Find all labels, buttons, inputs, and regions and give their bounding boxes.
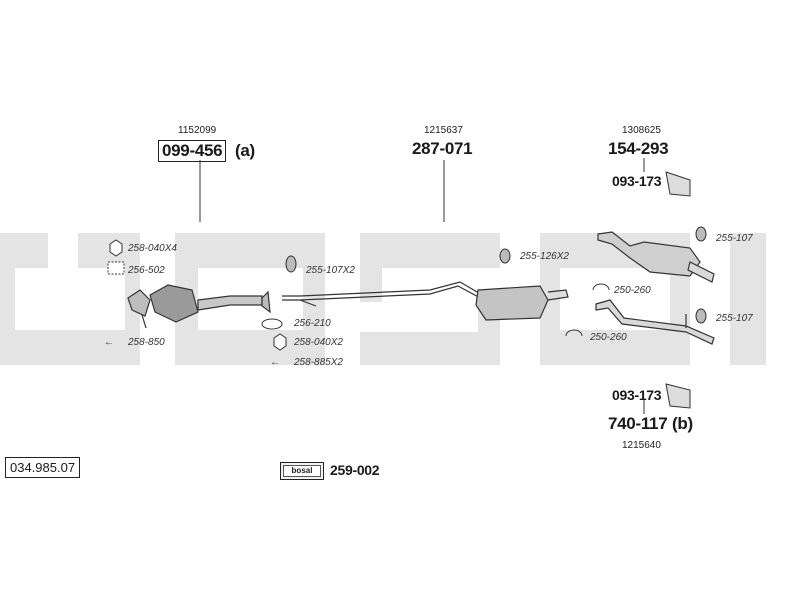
fitting-label[interactable]: 258-040X4 <box>128 243 177 254</box>
fitting-label[interactable]: 256-502 <box>128 265 165 276</box>
fitting-label[interactable]: 255-107 <box>716 233 753 244</box>
fitting-label[interactable]: 255-126X2 <box>520 251 569 262</box>
part-suffix-1: (a) <box>235 141 255 160</box>
bracket-part-1[interactable]: 093-173 <box>612 173 662 189</box>
part-number-3[interactable]: 154-293 <box>608 139 669 158</box>
fitting-label[interactable]: 258-850 <box>128 337 165 348</box>
part-suffix-4: (b) <box>672 414 693 433</box>
front-pipe-catalyst <box>127 284 271 329</box>
fitting-label[interactable]: 250-260 <box>614 285 651 296</box>
left-arrow-icon: ← <box>104 337 114 348</box>
fitting-label[interactable]: 255-107 <box>716 313 753 324</box>
fitting-label[interactable]: 258-885X2 <box>294 357 343 368</box>
fitting-label[interactable]: 256-210 <box>294 318 331 329</box>
leader-lines <box>199 158 645 414</box>
oe-ref-part-3: 1308625 <box>622 125 661 136</box>
part-number-1[interactable]: 099-456 <box>158 140 227 162</box>
bottom-part-number[interactable]: 259-002 <box>330 462 380 478</box>
rear-pipe <box>595 299 715 345</box>
fitting-label[interactable]: 258-040X2 <box>294 337 343 348</box>
oe-ref-part-2: 1215637 <box>424 125 463 136</box>
part-number-4[interactable]: 740-117 <box>608 414 668 433</box>
bosal-logo-text: bosal <box>283 465 321 477</box>
oe-ref-part-4: 1215640 <box>622 440 661 451</box>
centre-pipe-muffler <box>282 281 569 321</box>
bracket-part-2[interactable]: 093-173 <box>612 387 662 403</box>
catalog-number: 034.985.07 <box>5 457 81 478</box>
part-number-2[interactable]: 287-071 <box>412 139 473 158</box>
left-arrow-icon: ← <box>270 357 280 368</box>
fitting-label[interactable]: 255-107X2 <box>306 265 355 276</box>
rear-muffler <box>597 231 715 283</box>
fitting-icons <box>107 171 707 409</box>
bosal-logo: bosal <box>280 462 324 480</box>
oe-ref-part-1: 1152099 <box>178 125 217 136</box>
fitting-label[interactable]: 250-260 <box>590 332 627 343</box>
